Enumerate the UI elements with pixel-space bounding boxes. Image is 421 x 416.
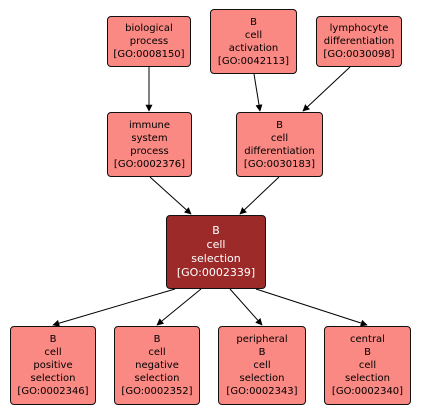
- node-label-line: differentiation: [244, 145, 315, 157]
- node-label-line: B: [49, 334, 57, 345]
- edge-b-cell-selection-to-central-b-cell-selection: [255, 288, 368, 327]
- node-label-line: immune: [128, 119, 171, 131]
- node-label-line: B: [212, 224, 220, 237]
- node-label-line: B: [250, 16, 257, 28]
- node-lymphocyte-differentiation[interactable]: lymphocyte differentiation [GO:0030098]: [316, 16, 402, 67]
- node-label-line: cell: [148, 347, 166, 358]
- node-go-id: [GO:0008150]: [113, 49, 185, 60]
- node-label-line: cell: [270, 132, 289, 144]
- node-go-id: [GO:0002352]: [121, 386, 193, 397]
- node-label-line: system: [131, 132, 168, 144]
- node-label-line: selection: [30, 373, 76, 384]
- node-label-line: peripheral: [236, 334, 288, 345]
- node-label-line: selection: [345, 373, 390, 384]
- node-immune-system-process[interactable]: immune system process [GO:0002376]: [107, 112, 192, 177]
- node-label-line: B: [258, 347, 266, 358]
- node-label-line: process: [130, 145, 169, 157]
- node-b-cell-positive-selection[interactable]: B cell positive selection [GO:0002346]: [10, 326, 96, 405]
- node-b-cell-selection[interactable]: B cell selection [GO:0002339]: [166, 215, 266, 289]
- edge-b-cell-activation-to-b-cell-differentiation: [253, 73, 263, 112]
- node-label-line: biological: [125, 23, 173, 34]
- edge-b-cell-selection-to-b-cell-negative-selection: [156, 288, 202, 326]
- edge-lymphocyte-differentiation-to-b-cell-differentiation: [302, 66, 351, 112]
- node-label-line: B: [364, 347, 371, 358]
- node-go-id: [GO:0002346]: [17, 386, 89, 397]
- node-go-id: [GO:0042113]: [217, 55, 290, 67]
- node-label-line: cell: [244, 29, 263, 41]
- node-label-line: selection: [191, 252, 241, 265]
- node-peripheral-b-cell-selection[interactable]: peripheral B cell selection [GO:0002343]: [218, 326, 306, 405]
- edge-immune-system-process-to-b-cell-selection: [149, 176, 192, 215]
- node-label-line: lymphocyte: [329, 23, 389, 34]
- node-label-line: positive: [33, 360, 73, 371]
- edge-b-cell-differentiation-to-b-cell-selection: [239, 176, 280, 215]
- node-b-cell-activation[interactable]: B cell activation [GO:0042113]: [210, 9, 297, 74]
- node-label-line: differentiation: [323, 36, 395, 47]
- node-go-id: [GO:0002376]: [113, 158, 186, 170]
- node-biological-process[interactable]: biological process [GO:0008150]: [107, 16, 191, 67]
- node-label-line: process: [129, 36, 169, 47]
- node-label-line: negative: [135, 360, 179, 371]
- node-b-cell-differentiation[interactable]: B cell differentiation [GO:0030183]: [236, 112, 323, 177]
- node-go-id: [GO:0030183]: [243, 158, 316, 170]
- node-label-line: cell: [358, 360, 377, 371]
- node-go-id: [GO:0002340]: [331, 386, 404, 397]
- node-go-id: [GO:0002343]: [226, 386, 298, 397]
- node-label-line: selection: [134, 373, 180, 384]
- node-label-line: selection: [239, 373, 285, 384]
- edge-b-cell-selection-to-b-cell-positive-selection: [52, 288, 176, 327]
- node-label-line: activation: [228, 42, 279, 54]
- node-label-line: B: [153, 334, 161, 345]
- node-label-line: cell: [44, 347, 62, 358]
- edge-b-cell-selection-to-peripheral-b-cell-selection: [229, 288, 263, 326]
- node-label-line: cell: [206, 238, 226, 251]
- node-go-id: [GO:0002339]: [176, 266, 256, 279]
- node-b-cell-negative-selection[interactable]: B cell negative selection [GO:0002352]: [114, 326, 200, 405]
- node-central-b-cell-selection[interactable]: central B cell selection [GO:0002340]: [324, 326, 411, 405]
- node-label-line: B: [276, 119, 283, 131]
- node-label-line: cell: [253, 360, 271, 371]
- node-label-line: central: [350, 334, 385, 345]
- node-go-id: [GO:0030098]: [323, 49, 395, 60]
